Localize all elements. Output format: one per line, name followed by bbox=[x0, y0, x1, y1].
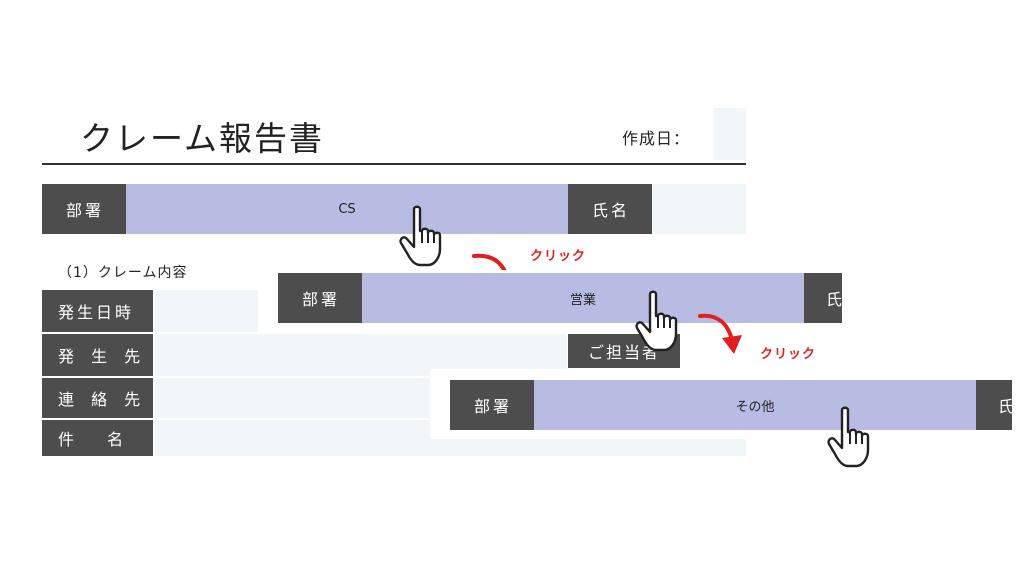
curved-arrow-icon bbox=[698, 313, 742, 354]
step-1-dept-select[interactable]: 営業 bbox=[362, 273, 804, 323]
date-label: 作成日： bbox=[622, 129, 691, 148]
title-divider bbox=[42, 163, 746, 165]
dept-label: 部署 bbox=[42, 184, 126, 234]
step-2-dept-select[interactable]: その他 bbox=[534, 380, 976, 430]
pointer-hand-icon bbox=[827, 406, 870, 468]
date-field[interactable] bbox=[714, 108, 746, 160]
pointer-hand-icon bbox=[399, 205, 442, 267]
step-1-name-label: 氏 bbox=[804, 273, 842, 323]
step-2-name-label: 氏 bbox=[976, 380, 1014, 430]
row-label-date: 発生日時 bbox=[42, 290, 153, 332]
name-label: 氏名 bbox=[568, 184, 652, 234]
step-1-dept-label: 部署 bbox=[278, 273, 362, 323]
section-title: （1）クレーム内容 bbox=[58, 265, 188, 281]
row-label-subject: 件 名 bbox=[42, 420, 153, 456]
form-title: クレーム報告書 bbox=[80, 119, 325, 158]
name-field[interactable] bbox=[652, 184, 746, 234]
click-annotation-1: クリック bbox=[530, 249, 587, 264]
dept-select[interactable]: CS bbox=[126, 184, 568, 234]
row-label-location: 発 生 先 bbox=[42, 334, 153, 376]
pointer-hand-icon bbox=[635, 290, 678, 352]
step-2-dept-label: 部署 bbox=[450, 380, 534, 430]
click-annotation-2: クリック bbox=[760, 347, 817, 362]
row-field-contact[interactable] bbox=[155, 378, 430, 418]
row-label-contact: 連 絡 先 bbox=[42, 378, 153, 418]
row-field-date[interactable] bbox=[155, 290, 275, 332]
